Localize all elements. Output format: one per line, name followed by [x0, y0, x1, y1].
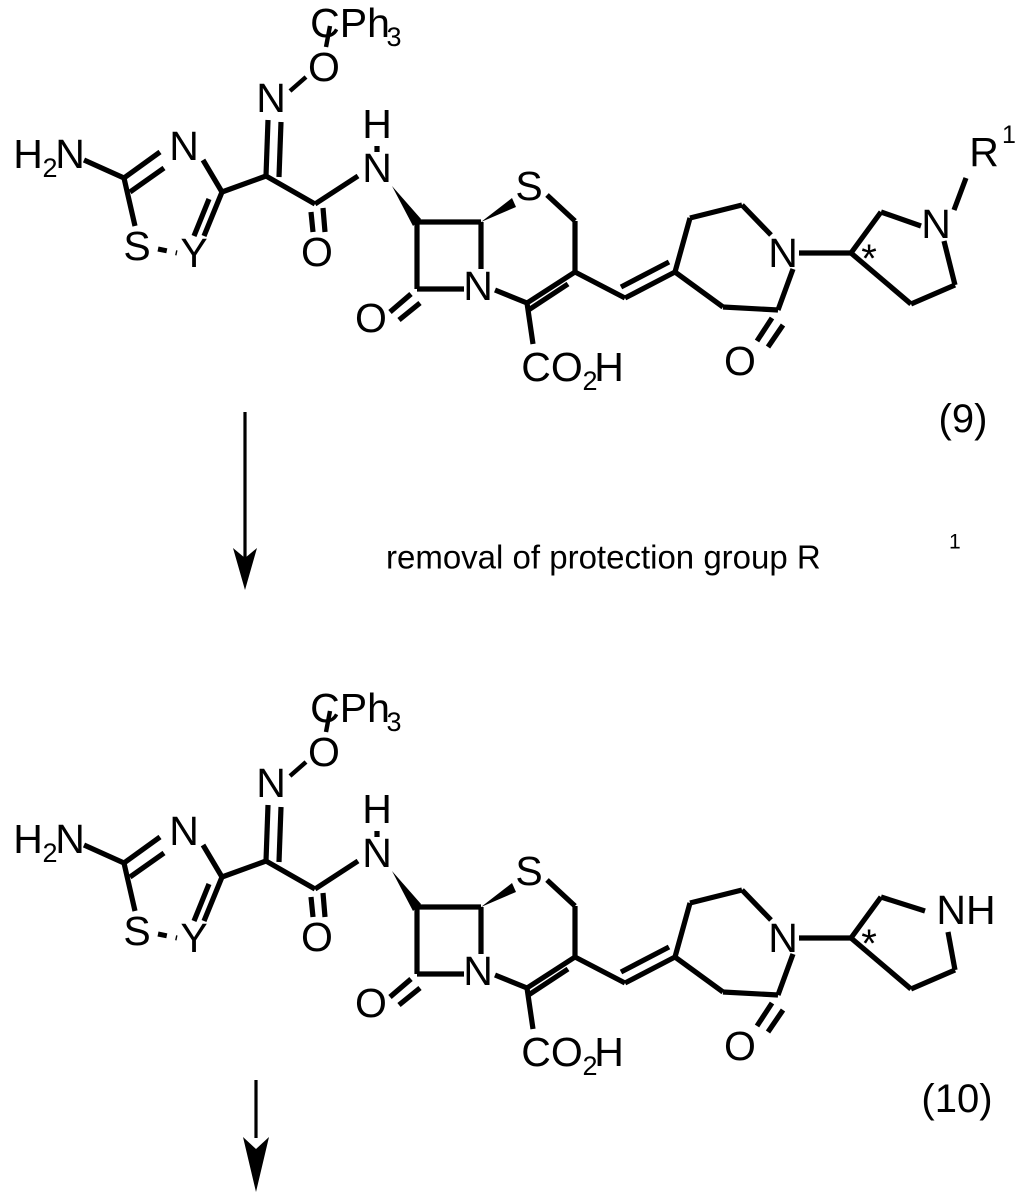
amine-label: H: [13, 816, 43, 862]
compound-label-9: (9): [939, 397, 988, 441]
trityl-sub: 3: [386, 22, 401, 52]
pyrrolidinone-o-label: O: [724, 1023, 756, 1069]
structure-9: H 2 N N S Y N O CPh 3 H N O O S N CO 2 H…: [13, 0, 1016, 441]
carboxyl-label: CO: [521, 1029, 583, 1075]
oxime-o-label: O: [308, 44, 340, 90]
beta-lactam-ring-10: [388, 871, 484, 1008]
pyrrolidine-ring-10: [799, 894, 958, 992]
oxime-trityl-10: [263, 710, 333, 863]
ring-n-label: N: [463, 263, 493, 309]
amide-h-label: H: [362, 786, 392, 832]
amide-h-label: H: [362, 101, 392, 147]
reaction-arrow-1: [233, 412, 257, 590]
carboxyl-sub: 2: [582, 366, 597, 396]
pyrrolidine-ring-9: [799, 177, 969, 307]
carboxyl-h: H: [594, 344, 624, 390]
thiadiazole-n-label: N: [169, 123, 199, 169]
amide-linkage-10: [264, 831, 380, 918]
exocyclic-methylidene-9: [573, 259, 677, 301]
pyrrolidinone-ring-10: [672, 887, 796, 1034]
thiadiazole-y-label: Y: [180, 230, 207, 276]
structure-10: H 2 N N S Y N O CPh 3 H N O O S N CO 2 H…: [13, 685, 995, 1121]
reaction-condition-1: removal of protection group R 1: [386, 531, 961, 576]
oxime-n-label: N: [256, 760, 286, 806]
ring-n-label: N: [463, 948, 493, 994]
pyrrolidinone-o-label: O: [724, 338, 756, 384]
atom-labels-9: H 2 N N S Y N O CPh 3 H N O O S N CO 2 H…: [13, 0, 1016, 396]
amide-linkage-9: [264, 146, 380, 233]
pyrrolidinone-n-label: N: [768, 230, 798, 276]
aminothiadiazole-ring-10: [82, 834, 267, 941]
lactam-o-label: O: [301, 229, 333, 275]
dihydrothiazine-ring-10: [481, 878, 578, 1030]
ring-s-label: S: [515, 848, 542, 894]
amide-n-label: N: [362, 145, 392, 191]
oxime-o-label: O: [308, 729, 340, 775]
thiadiazole-s-label: S: [123, 223, 150, 269]
amine-n: N: [55, 816, 85, 862]
stereocenter-star: *: [861, 922, 877, 966]
compound-label-10: (10): [921, 1077, 992, 1121]
amine-sub: 2: [42, 153, 57, 183]
beta-lactam-ring-9: [388, 186, 484, 323]
ring-s-label: S: [515, 163, 542, 209]
oxime-trityl-9: [263, 25, 333, 178]
carboxyl-sub: 2: [582, 1051, 597, 1081]
pyrrolidinone-ring-9: [672, 202, 796, 349]
protecting-group-label: R: [969, 129, 999, 175]
lactam-o-label: O: [301, 914, 333, 960]
beta-lactam-o-label: O: [355, 980, 387, 1026]
oxime-n-label: N: [256, 75, 286, 121]
carboxyl-h: H: [594, 1029, 624, 1075]
thiadiazole-s-label: S: [123, 908, 150, 954]
beta-lactam-o-label: O: [355, 295, 387, 341]
carboxyl-label: CO: [521, 344, 583, 390]
stereocenter-star: *: [861, 237, 877, 281]
pyrrolidine-n-label: N: [921, 201, 951, 247]
pyrrolidine-nh-label: NH: [936, 887, 995, 933]
condition-text-superscript: 1: [949, 531, 961, 554]
condition-text: removal of protection group R: [386, 539, 821, 576]
reaction-arrow-2: [243, 1080, 269, 1192]
aminothiadiazole-ring-9: [82, 149, 267, 256]
amine-label: H: [13, 131, 43, 177]
pyrrolidinone-n-label: N: [768, 915, 798, 961]
exocyclic-methylidene-10: [573, 944, 677, 986]
trityl-sub: 3: [386, 707, 401, 737]
protecting-group-sup: 1: [1002, 121, 1016, 149]
thiadiazole-y-label: Y: [180, 915, 207, 961]
amine-sub: 2: [42, 838, 57, 868]
dihydrothiazine-ring-9: [481, 193, 578, 345]
thiadiazole-n-label: N: [169, 808, 199, 854]
trityl-label: CPh: [310, 685, 390, 731]
amide-n-label: N: [362, 830, 392, 876]
trityl-label: CPh: [310, 0, 390, 46]
atom-labels-10: H 2 N N S Y N O CPh 3 H N O O S N CO 2 H…: [13, 685, 995, 1081]
amine-n: N: [55, 131, 85, 177]
